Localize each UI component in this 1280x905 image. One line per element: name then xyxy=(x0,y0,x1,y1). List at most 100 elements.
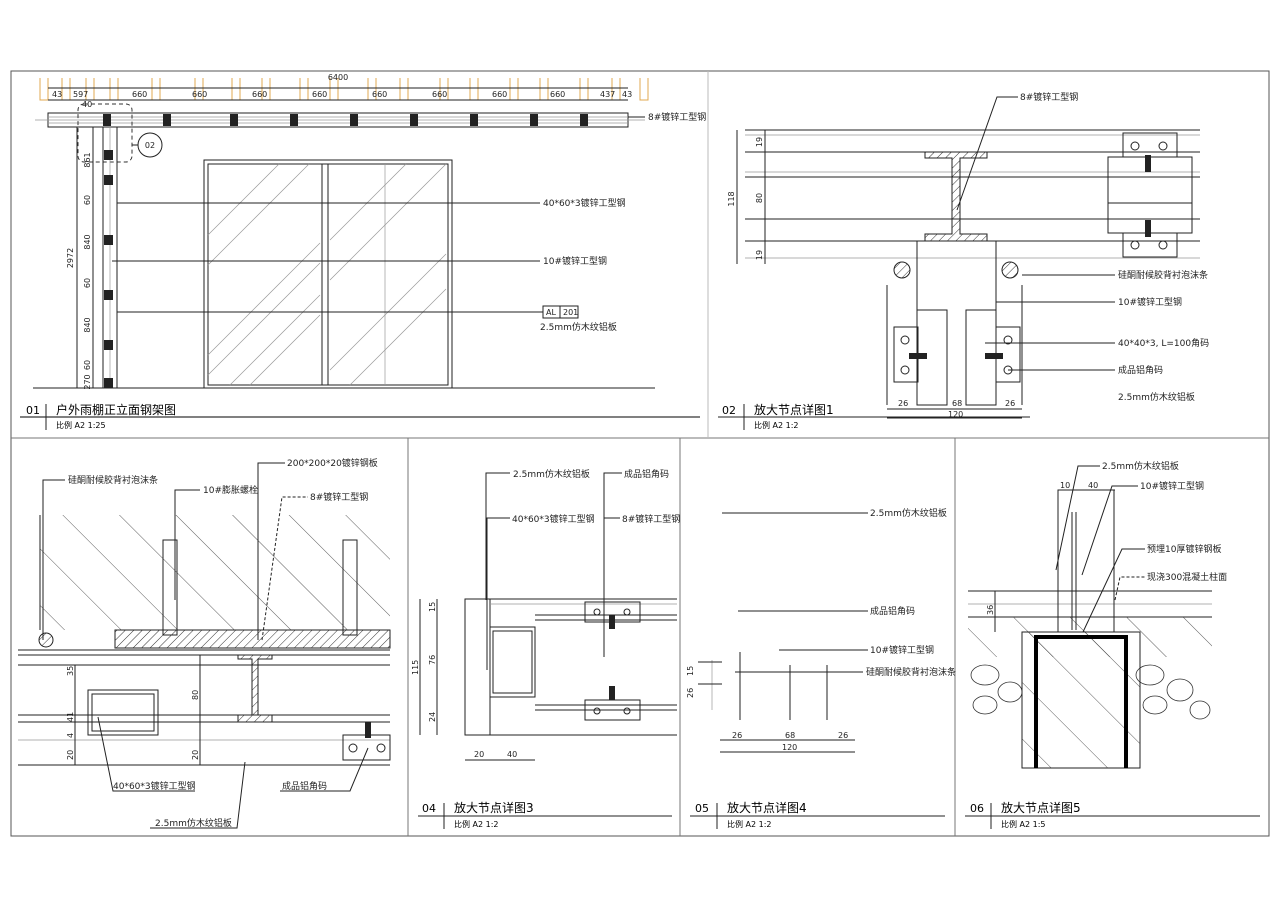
dim: 270 xyxy=(83,374,92,389)
dim: 660 xyxy=(252,90,267,99)
dim: 26 xyxy=(838,731,848,740)
title-block-02: 02 放大节点详图1 比例 A2 1:2 xyxy=(718,402,1030,430)
dim: 15 xyxy=(428,602,437,612)
dim: 24 xyxy=(428,712,437,722)
panel-number: 02 xyxy=(722,404,736,417)
dim: 40 xyxy=(1088,481,1098,490)
dim: 437 xyxy=(600,90,615,99)
label-al-angle: 成品铝角码 xyxy=(282,780,327,792)
dim: 26 xyxy=(686,688,695,698)
title-block-06: 06 放大节点详图5 比例 A2 1:5 xyxy=(965,800,1260,829)
panel-number: 04 xyxy=(422,802,436,815)
material-tag: AL 201 xyxy=(542,305,579,319)
panel-title: 放大节点详图3 xyxy=(454,800,534,815)
dim: 115 xyxy=(411,660,420,675)
label-panel: 2.5mm仿木纹铝板 xyxy=(1118,391,1195,403)
dim: 35 xyxy=(66,666,75,676)
label-panel: 2.5mm仿木纹铝板 xyxy=(155,817,232,829)
dim: 840 xyxy=(83,317,92,332)
panel-02-detail: 118 19 80 19 26 68 26 120 8#镀锌工型钢 硅酮耐候胶背… xyxy=(718,91,1209,430)
label-tube: 40*60*3镀锌工型钢 xyxy=(543,197,626,209)
dim: 660 xyxy=(550,90,565,99)
panel-04-detail: 115 15 76 24 20 40 2.5mm仿木纹铝板 成品铝角码 40*6… xyxy=(411,468,680,829)
dim: 660 xyxy=(492,90,507,99)
panel-scale: 比例 A2 1:2 xyxy=(727,819,772,829)
dim: 20 xyxy=(191,750,200,760)
panel-title: 户外雨棚正立面钢架图 xyxy=(56,402,176,417)
label-al-angle: 成品铝角码 xyxy=(624,468,669,480)
dim: 68 xyxy=(785,731,795,740)
top-dimensions: 43 597 660 660 660 660 660 660 660 660 4… xyxy=(52,90,632,99)
dim: 80 xyxy=(755,193,764,203)
dim: 118 xyxy=(727,191,736,206)
panel-title: 放大节点详图5 xyxy=(1001,800,1081,815)
tag-number: 201 xyxy=(563,308,578,317)
label-panel: 2.5mm仿木纹铝板 xyxy=(540,321,617,333)
label-beam: 8#镀锌工型钢 xyxy=(310,491,368,503)
label-beam: 8#镀锌工型钢 xyxy=(1020,91,1078,103)
label-channel: 10#镀锌工型钢 xyxy=(870,644,934,656)
glass-door xyxy=(203,159,453,389)
label-beam: 8#镀锌工型钢 xyxy=(648,111,706,123)
dim: 597 xyxy=(73,90,88,99)
callout-label: 02 xyxy=(145,141,155,150)
label-beam: 8#镀锌工型钢 xyxy=(622,513,680,525)
dim: 660 xyxy=(192,90,207,99)
dim: 40 xyxy=(507,750,517,759)
dim: 60 xyxy=(83,278,92,288)
title-block-04: 04 放大节点详图3 比例 A2 1:2 xyxy=(418,800,672,829)
title-block-05: 05 放大节点详图4 比例 A2 1:2 xyxy=(690,800,945,829)
dim-total-width: 6400 xyxy=(328,73,348,82)
dim: 15 xyxy=(686,666,695,676)
panel-number: 01 xyxy=(26,404,40,417)
panel-06-detail: 10 40 36 2.5mm仿木纹铝板 10#镀锌工型钢 预埋10厚镀锌钢板 现… xyxy=(965,460,1260,829)
label-tube: 40*60*3镀锌工型钢 xyxy=(512,513,595,525)
label-sealant: 硅酮耐候胶背衬泡沫条 xyxy=(1118,269,1208,281)
dim: 660 xyxy=(132,90,147,99)
dim: 26 xyxy=(1005,399,1015,408)
panel-scale: 比例 A2 1:2 xyxy=(454,819,499,829)
label-panel: 2.5mm仿木纹铝板 xyxy=(870,507,947,519)
dim: 60 xyxy=(83,360,92,370)
tag-code: AL xyxy=(546,308,556,317)
label-angle: 40*40*3, L=100角码 xyxy=(1118,337,1209,349)
dim: 840 xyxy=(83,234,92,249)
title-block-01: 01 户外雨棚正立面钢架图 比例 A2 1:25 xyxy=(20,402,700,430)
dim: 4 xyxy=(66,733,75,738)
panel-number: 06 xyxy=(970,802,984,815)
dim: 19 xyxy=(755,250,764,260)
panel-03-section: 35 41 4 20 80 20 硅酮耐候胶背衬泡沫条 10#膨胀螺栓 200*… xyxy=(18,457,391,829)
label-plate: 200*200*20镀锌钢板 xyxy=(287,457,378,469)
dim: 68 xyxy=(952,399,962,408)
panel-number: 05 xyxy=(695,802,709,815)
label-channel: 10#镀锌工型钢 xyxy=(1140,480,1204,492)
dim: 660 xyxy=(312,90,327,99)
dim: 120 xyxy=(948,410,963,419)
label-sealant: 硅酮耐候胶背衬泡沫条 xyxy=(866,666,956,678)
dim: 80 xyxy=(191,690,200,700)
dim: 19 xyxy=(755,137,764,147)
label-channel: 10#镀锌工型钢 xyxy=(1118,296,1182,308)
panel-title: 放大节点详图4 xyxy=(727,800,807,815)
dim: 20 xyxy=(66,750,75,760)
dim: 36 xyxy=(986,605,995,615)
dim: 60 xyxy=(83,195,92,205)
label-panel: 2.5mm仿木纹铝板 xyxy=(513,468,590,480)
dim-height-total: 2972 xyxy=(66,248,75,268)
label-bolt: 10#膨胀螺栓 xyxy=(203,484,258,496)
sheet-frame xyxy=(10,70,1270,837)
dim: 41 xyxy=(66,712,75,722)
panel-scale: 比例 A2 1:25 xyxy=(56,420,106,430)
dim: 43 xyxy=(52,90,62,99)
dim: 20 xyxy=(474,750,484,759)
label-tube: 40*60*3镀锌工型钢 xyxy=(113,780,196,792)
detail-callout-02[interactable] xyxy=(137,132,163,158)
dim: 43 xyxy=(622,90,632,99)
label-sealant: 硅酮耐候胶背衬泡沫条 xyxy=(68,474,158,486)
dim: 861 xyxy=(83,152,92,167)
panel-title: 放大节点详图1 xyxy=(754,402,834,417)
panel-scale: 比例 A2 1:2 xyxy=(754,420,799,430)
dim: 10 xyxy=(1060,481,1070,490)
label-plate: 预埋10厚镀锌钢板 xyxy=(1147,543,1221,555)
